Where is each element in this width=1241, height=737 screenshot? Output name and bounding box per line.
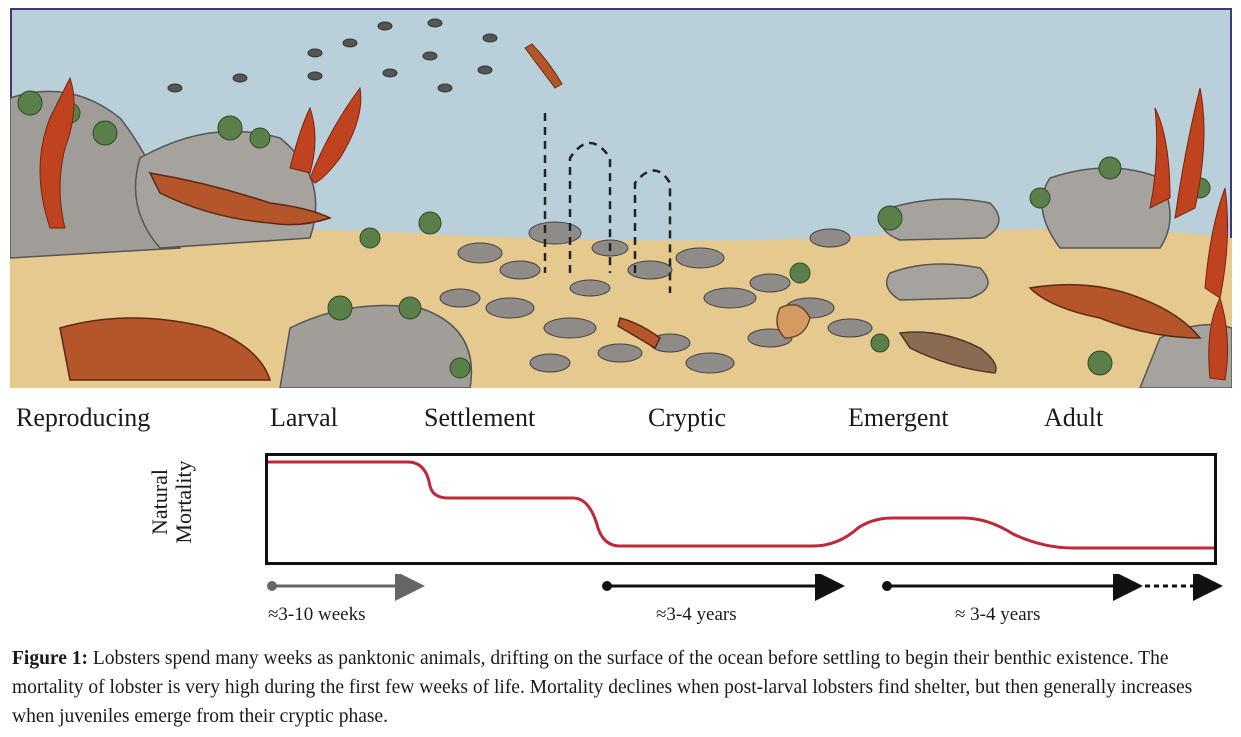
stage-label-reproducing: Reproducing	[16, 403, 150, 433]
stage-label-settlement: Settlement	[424, 403, 535, 433]
stage-label-larval: Larval	[270, 403, 338, 433]
lobster-life-cycle-illustration	[10, 8, 1232, 388]
mortality-curve	[268, 462, 1214, 548]
larval-duration-arrow	[267, 581, 422, 591]
mortality-axis-label-line2: Mortality	[172, 442, 196, 562]
duration-timeline	[260, 574, 1235, 602]
stage-label-adult: Adult	[1044, 403, 1103, 433]
duration-label-larval: ≈3-10 weeks	[268, 604, 366, 626]
duration-label-cryptic: ≈3-4 years	[656, 604, 737, 626]
figure-caption-text: Lobsters spend many weeks as panktonic a…	[12, 648, 1192, 727]
mortality-curve-plot	[268, 456, 1214, 562]
stage-label-cryptic: Cryptic	[648, 403, 726, 433]
duration-label-emergent: ≈ 3-4 years	[955, 604, 1040, 626]
mortality-axis-label: Natural Mortality	[148, 442, 196, 562]
mortality-axis-label-line1: Natural	[148, 442, 172, 562]
figure-caption: Figure 1: Lobsters spend many weeks as p…	[12, 644, 1237, 731]
figure-caption-label: Figure 1:	[12, 648, 88, 669]
cryptic-duration-arrow	[602, 581, 842, 591]
stage-label-emergent: Emergent	[848, 403, 949, 433]
emergent-duration-arrow	[882, 581, 1220, 591]
